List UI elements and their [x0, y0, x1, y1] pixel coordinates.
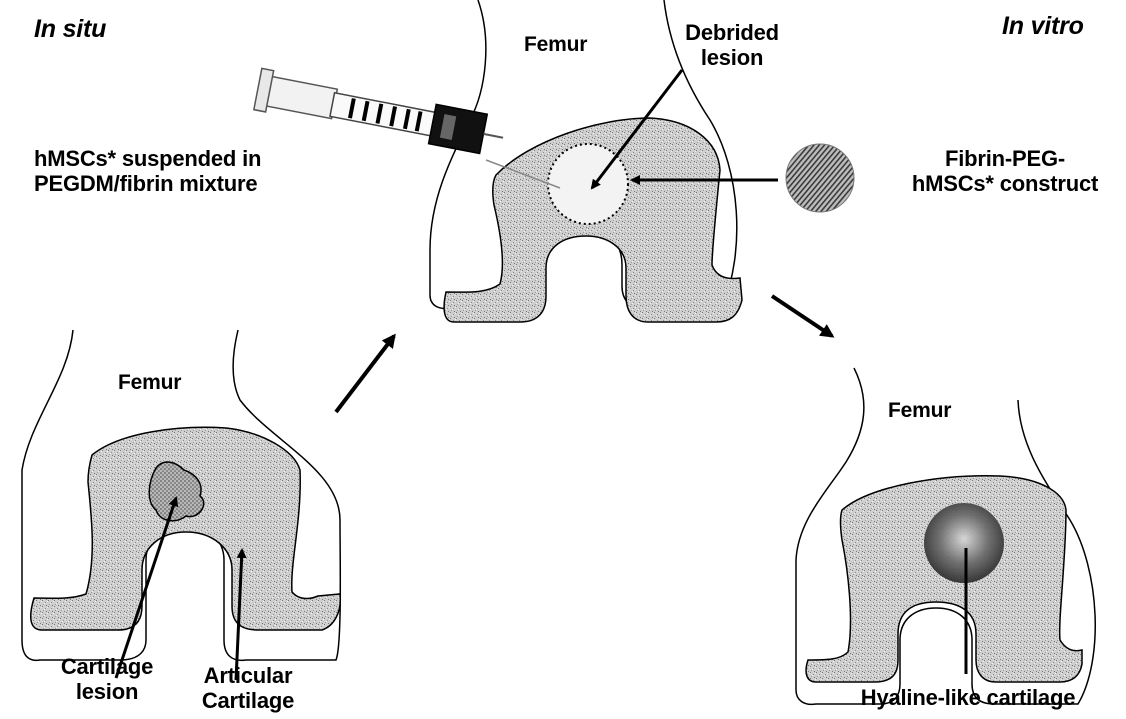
- femur-right-label: Femur: [888, 398, 951, 423]
- debrided-lesion-line1: Debrided: [677, 20, 787, 45]
- syringe-hub: [429, 104, 488, 153]
- hmsc-suspension-label: hMSCs* suspended in PEGDM/fibrin mixture: [34, 146, 261, 196]
- in-vitro-label: In vitro: [1002, 14, 1084, 39]
- articular-cartilage-label: Articular Cartilage: [188, 663, 308, 713]
- articular-cartilage-left: [31, 427, 341, 630]
- hmsc-suspension-line1: hMSCs* suspended in: [34, 146, 261, 171]
- debrided-lesion-line2: lesion: [677, 45, 787, 70]
- construct-label: Fibrin-PEG- hMSCs* construct: [890, 146, 1120, 196]
- cartilage-lesion-line2: lesion: [48, 679, 166, 704]
- articular-cartilage-line1: Articular: [188, 663, 308, 688]
- hyaline-cartilage-label: Hyaline-like cartilage: [838, 685, 1098, 710]
- syringe-plunger: [263, 76, 337, 119]
- progress-arrow-center-to-right: [772, 296, 832, 336]
- articular-cartilage-line2: Cartilage: [188, 688, 308, 713]
- syringe-barrel: [330, 93, 445, 138]
- construct-line1: Fibrin-PEG-: [890, 146, 1120, 171]
- femur-center-label: Femur: [524, 32, 587, 57]
- hyaline-cartilage-repair: [924, 503, 1004, 583]
- construct-line2: hMSCs* construct: [890, 171, 1120, 196]
- syringe: [254, 68, 507, 157]
- femur-left-label: Femur: [118, 370, 181, 395]
- debrided-lesion-label: Debrided lesion: [677, 20, 787, 70]
- in-situ-label: In situ: [34, 17, 106, 42]
- hmsc-suspension-line2: PEGDM/fibrin mixture: [34, 171, 261, 196]
- progress-arrow-left-to-center: [336, 336, 394, 412]
- cartilage-lesion-line1: Cartilage: [48, 654, 166, 679]
- construct-disk: [786, 144, 854, 212]
- articular-cartilage-right: [806, 476, 1082, 682]
- cartilage-lesion-label: Cartilage lesion: [48, 654, 166, 704]
